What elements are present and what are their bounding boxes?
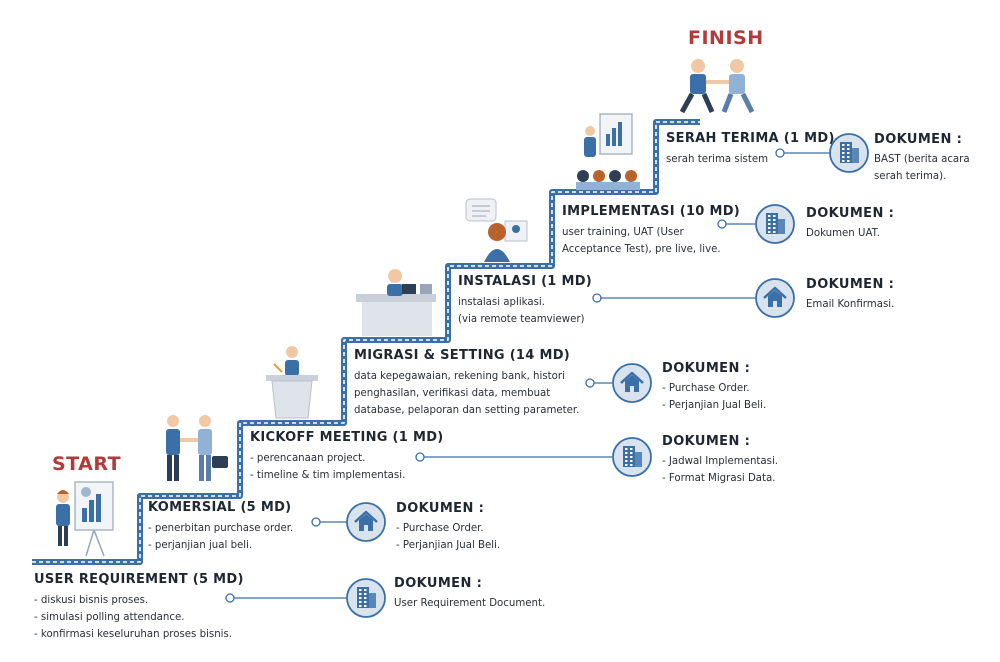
- step-line: - perjanjian jual beli.: [148, 540, 253, 551]
- document-line: - Format Migrasi Data.: [662, 473, 776, 484]
- step-line: - penerbitan purchase order.: [148, 523, 294, 534]
- document-komersial: DOKUMEN : - Purchase Order. - Perjanjian…: [396, 501, 500, 554]
- step-title: IMPLEMENTASI (10 MD): [562, 204, 741, 219]
- building-icon: [612, 437, 652, 477]
- document-line: - Jadwal Implementasi.: [662, 456, 779, 467]
- home-icon: [346, 502, 386, 542]
- remote-illustration: [465, 198, 528, 262]
- document-line: - Perjanjian Jual Beli.: [662, 400, 767, 411]
- step-line: data kepegawaian, rekening bank, histori: [354, 371, 565, 382]
- document-title: DOKUMEN :: [806, 206, 895, 221]
- document-title: DOKUMEN :: [874, 132, 963, 147]
- home-icon: [755, 278, 795, 318]
- step-line: serah terima sistem: [666, 154, 769, 165]
- step-implementasi: IMPLEMENTASI (10 MD) user training, UAT …: [562, 204, 740, 258]
- document-line: - Perjanjian Jual Beli.: [396, 540, 501, 551]
- connector: [585, 378, 612, 388]
- document-line: - Purchase Order.: [662, 383, 750, 394]
- step-kickoff-meeting: KICKOFF MEETING (1 MD) - perencanaan pro…: [250, 430, 444, 484]
- desk-illustration: [356, 269, 436, 336]
- document-line: - Purchase Order.: [396, 523, 484, 534]
- document-title: DOKUMEN :: [662, 361, 751, 376]
- step-line: (via remote teamviewer): [458, 314, 585, 325]
- connector: [415, 452, 612, 462]
- step-line: - perencanaan project.: [250, 453, 366, 464]
- document-line: serah terima).: [874, 171, 947, 182]
- home-icon: [612, 363, 652, 403]
- connector: [592, 293, 755, 303]
- step-serah-terima: SERAH TERIMA (1 MD) serah terima sistem: [666, 131, 835, 168]
- connector: [311, 517, 348, 527]
- finish-label: FINISH: [688, 27, 764, 49]
- document-user-requirement: DOKUMEN : User Requirement Document.: [394, 576, 545, 612]
- step-title: MIGRASI & SETTING (14 MD): [354, 348, 571, 363]
- connector: [717, 219, 755, 229]
- step-line: - timeline & tim implementasi.: [250, 470, 406, 481]
- document-title: DOKUMEN :: [396, 501, 485, 516]
- podium-illustration: [266, 346, 318, 419]
- step-title: USER REQUIREMENT (5 MD): [34, 572, 244, 587]
- celebration-illustration: [679, 59, 755, 114]
- step-line: - diskusi bisnis proses.: [34, 595, 149, 606]
- document-line: BAST (berita acara: [874, 154, 970, 165]
- building-icon: [755, 204, 795, 244]
- document-title: DOKUMEN :: [662, 434, 751, 449]
- building-icon: [346, 578, 386, 618]
- document-migrasi: DOKUMEN : - Purchase Order. - Perjanjian…: [662, 361, 766, 414]
- document-kickoff: DOKUMEN : - Jadwal Implementasi. - Forma…: [662, 434, 778, 487]
- document-icons: [346, 133, 869, 618]
- building-icon: [829, 133, 869, 173]
- step-line: - simulasi polling attendance.: [34, 612, 185, 623]
- document-implementasi: DOKUMEN : Dokumen UAT.: [806, 206, 894, 242]
- document-line: Email Konfirmasi.: [806, 299, 895, 310]
- step-title: INSTALASI (1 MD): [458, 274, 593, 289]
- training-illustration: [576, 113, 640, 190]
- step-komersial: KOMERSIAL (5 MD) - penerbitan purchase o…: [148, 500, 293, 554]
- step-line: penghasilan, verifikasi data, membuat: [354, 388, 551, 399]
- document-line: Dokumen UAT.: [806, 228, 880, 239]
- document-line: User Requirement Document.: [394, 598, 546, 609]
- step-line: database, pelaporan dan setting paramete…: [354, 405, 580, 416]
- start-label: START: [52, 453, 122, 475]
- presenter-illustration: [56, 481, 114, 557]
- step-title: SERAH TERIMA (1 MD): [666, 131, 835, 146]
- connector: [225, 593, 348, 603]
- staircase-path: [32, 119, 700, 565]
- connector: [775, 148, 830, 158]
- document-serah-terima: DOKUMEN : BAST (berita acara serah terim…: [874, 132, 970, 185]
- step-migrasi-setting: MIGRASI & SETTING (14 MD) data kepegawai…: [354, 348, 579, 419]
- document-instalasi: DOKUMEN : Email Konfirmasi.: [806, 277, 894, 313]
- step-user-requirement: USER REQUIREMENT (5 MD) - diskusi bisnis…: [34, 572, 244, 643]
- document-title: DOKUMEN :: [394, 576, 483, 591]
- step-line: - konfirmasi keseluruhan proses bisnis.: [34, 629, 233, 640]
- step-instalasi: INSTALASI (1 MD) instalasi aplikasi. (vi…: [458, 274, 592, 328]
- step-line: user training, UAT (User: [562, 227, 684, 238]
- step-title: KICKOFF MEETING (1 MD): [250, 430, 444, 445]
- connectors: [225, 148, 830, 603]
- step-line: instalasi aplikasi.: [458, 297, 545, 308]
- step-line: Acceptance Test), pre live, live.: [562, 244, 721, 255]
- handshake-illustration: [166, 415, 228, 481]
- step-title: KOMERSIAL (5 MD): [148, 500, 292, 515]
- document-title: DOKUMEN :: [806, 277, 895, 292]
